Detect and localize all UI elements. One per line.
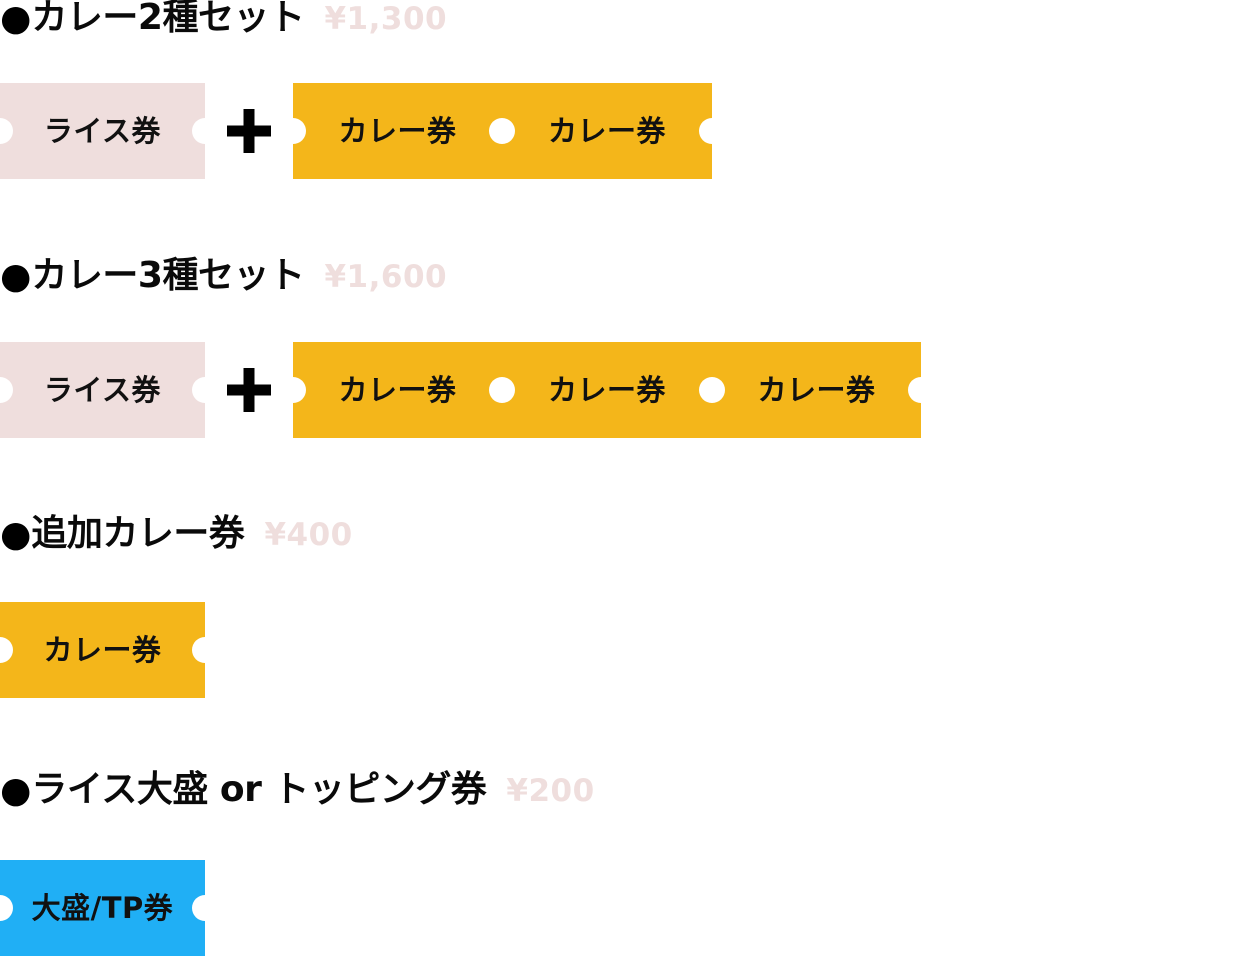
section-curry-2-set: ● カレー2種セット ¥1,300 xyxy=(0,0,447,44)
ticket-rice[interactable]: ライス券 xyxy=(0,342,218,438)
ticket-strip-curry-3-set: ライス券 カレー券 カレー券 カレー券 xyxy=(0,342,934,438)
notch-right-icon xyxy=(192,637,218,663)
ticket-group-right: カレー券 xyxy=(0,602,218,698)
ticket-curry[interactable]: カレー券 xyxy=(0,602,218,698)
ticket-label: カレー券 xyxy=(547,113,666,148)
notch-left-icon xyxy=(699,377,725,403)
ticket-label: カレー券 xyxy=(338,372,457,407)
ticket-label: カレー券 xyxy=(547,372,666,407)
page-title: カレー3種セット xyxy=(31,255,305,296)
section-heading: ● 追加カレー券 ¥400 xyxy=(0,516,353,560)
ticket-strip-extra-curry: カレー券 xyxy=(0,602,218,698)
bullet-icon: ● xyxy=(0,256,32,297)
notch-right-icon xyxy=(908,377,934,403)
ticket-label: ライス券 xyxy=(43,372,162,407)
ticket-curry[interactable]: カレー券 xyxy=(699,342,934,438)
section-heading: ● カレー2種セット ¥1,300 xyxy=(0,0,447,44)
notch-right-icon xyxy=(192,118,218,144)
notch-left-icon xyxy=(280,118,306,144)
ticket-topping[interactable]: 大盛/TP券 xyxy=(0,860,218,956)
ticket-label: カレー券 xyxy=(43,632,162,667)
ticket-label: カレー券 xyxy=(338,113,457,148)
price-label: ¥1,300 xyxy=(324,1,448,37)
price-label: ¥1,600 xyxy=(324,259,448,295)
notch-left-icon xyxy=(280,377,306,403)
ticket-label: カレー券 xyxy=(757,372,876,407)
bullet-icon: ● xyxy=(0,0,32,39)
notch-right-icon xyxy=(192,895,218,921)
page-title: 追加カレー券 xyxy=(31,513,245,554)
notch-left-icon xyxy=(489,118,515,144)
section-heading: ● カレー3種セット ¥1,600 xyxy=(0,258,447,302)
notch-left-icon xyxy=(0,377,13,403)
page-title: カレー2種セット xyxy=(31,0,305,38)
price-label: ¥200 xyxy=(506,773,595,809)
section-rice-large-or-topping: ● ライス大盛 or トッピング券 ¥200 xyxy=(0,772,595,816)
ticket-group-left: ライス券 xyxy=(0,83,218,179)
ticket-label: ライス券 xyxy=(43,113,162,148)
ticket-curry[interactable]: カレー券 xyxy=(489,342,712,438)
ticket-group-right: 大盛/TP券 xyxy=(0,860,218,956)
price-label: ¥400 xyxy=(264,517,353,553)
notch-right-icon xyxy=(192,377,218,403)
ticket-label: 大盛/TP券 xyxy=(31,890,174,925)
ticket-rice[interactable]: ライス券 xyxy=(0,83,218,179)
ticket-strip-curry-2-set: ライス券 カレー券 カレー券 xyxy=(0,83,725,179)
ticket-curry[interactable]: カレー券 xyxy=(489,83,725,179)
notch-right-icon xyxy=(699,118,725,144)
ticket-group-right: カレー券 カレー券 xyxy=(280,83,725,179)
bullet-icon: ● xyxy=(0,514,32,555)
notch-left-icon xyxy=(0,118,13,144)
notch-left-icon xyxy=(0,637,13,663)
section-heading: ● ライス大盛 or トッピング券 ¥200 xyxy=(0,772,595,816)
ticket-group-right: カレー券 カレー券 カレー券 xyxy=(280,342,934,438)
ticket-curry[interactable]: カレー券 xyxy=(280,83,502,179)
ticket-curry[interactable]: カレー券 xyxy=(280,342,502,438)
notch-left-icon xyxy=(0,895,13,921)
ticket-group-left: ライス券 xyxy=(0,342,218,438)
notch-left-icon xyxy=(489,377,515,403)
page-title: ライス大盛 or トッピング券 xyxy=(31,769,487,810)
section-extra-curry: ● 追加カレー券 ¥400 xyxy=(0,516,353,560)
section-curry-3-set: ● カレー3種セット ¥1,600 xyxy=(0,258,447,302)
ticket-strip-rice-large-or-topping: 大盛/TP券 xyxy=(0,860,218,956)
bullet-icon: ● xyxy=(0,770,32,811)
